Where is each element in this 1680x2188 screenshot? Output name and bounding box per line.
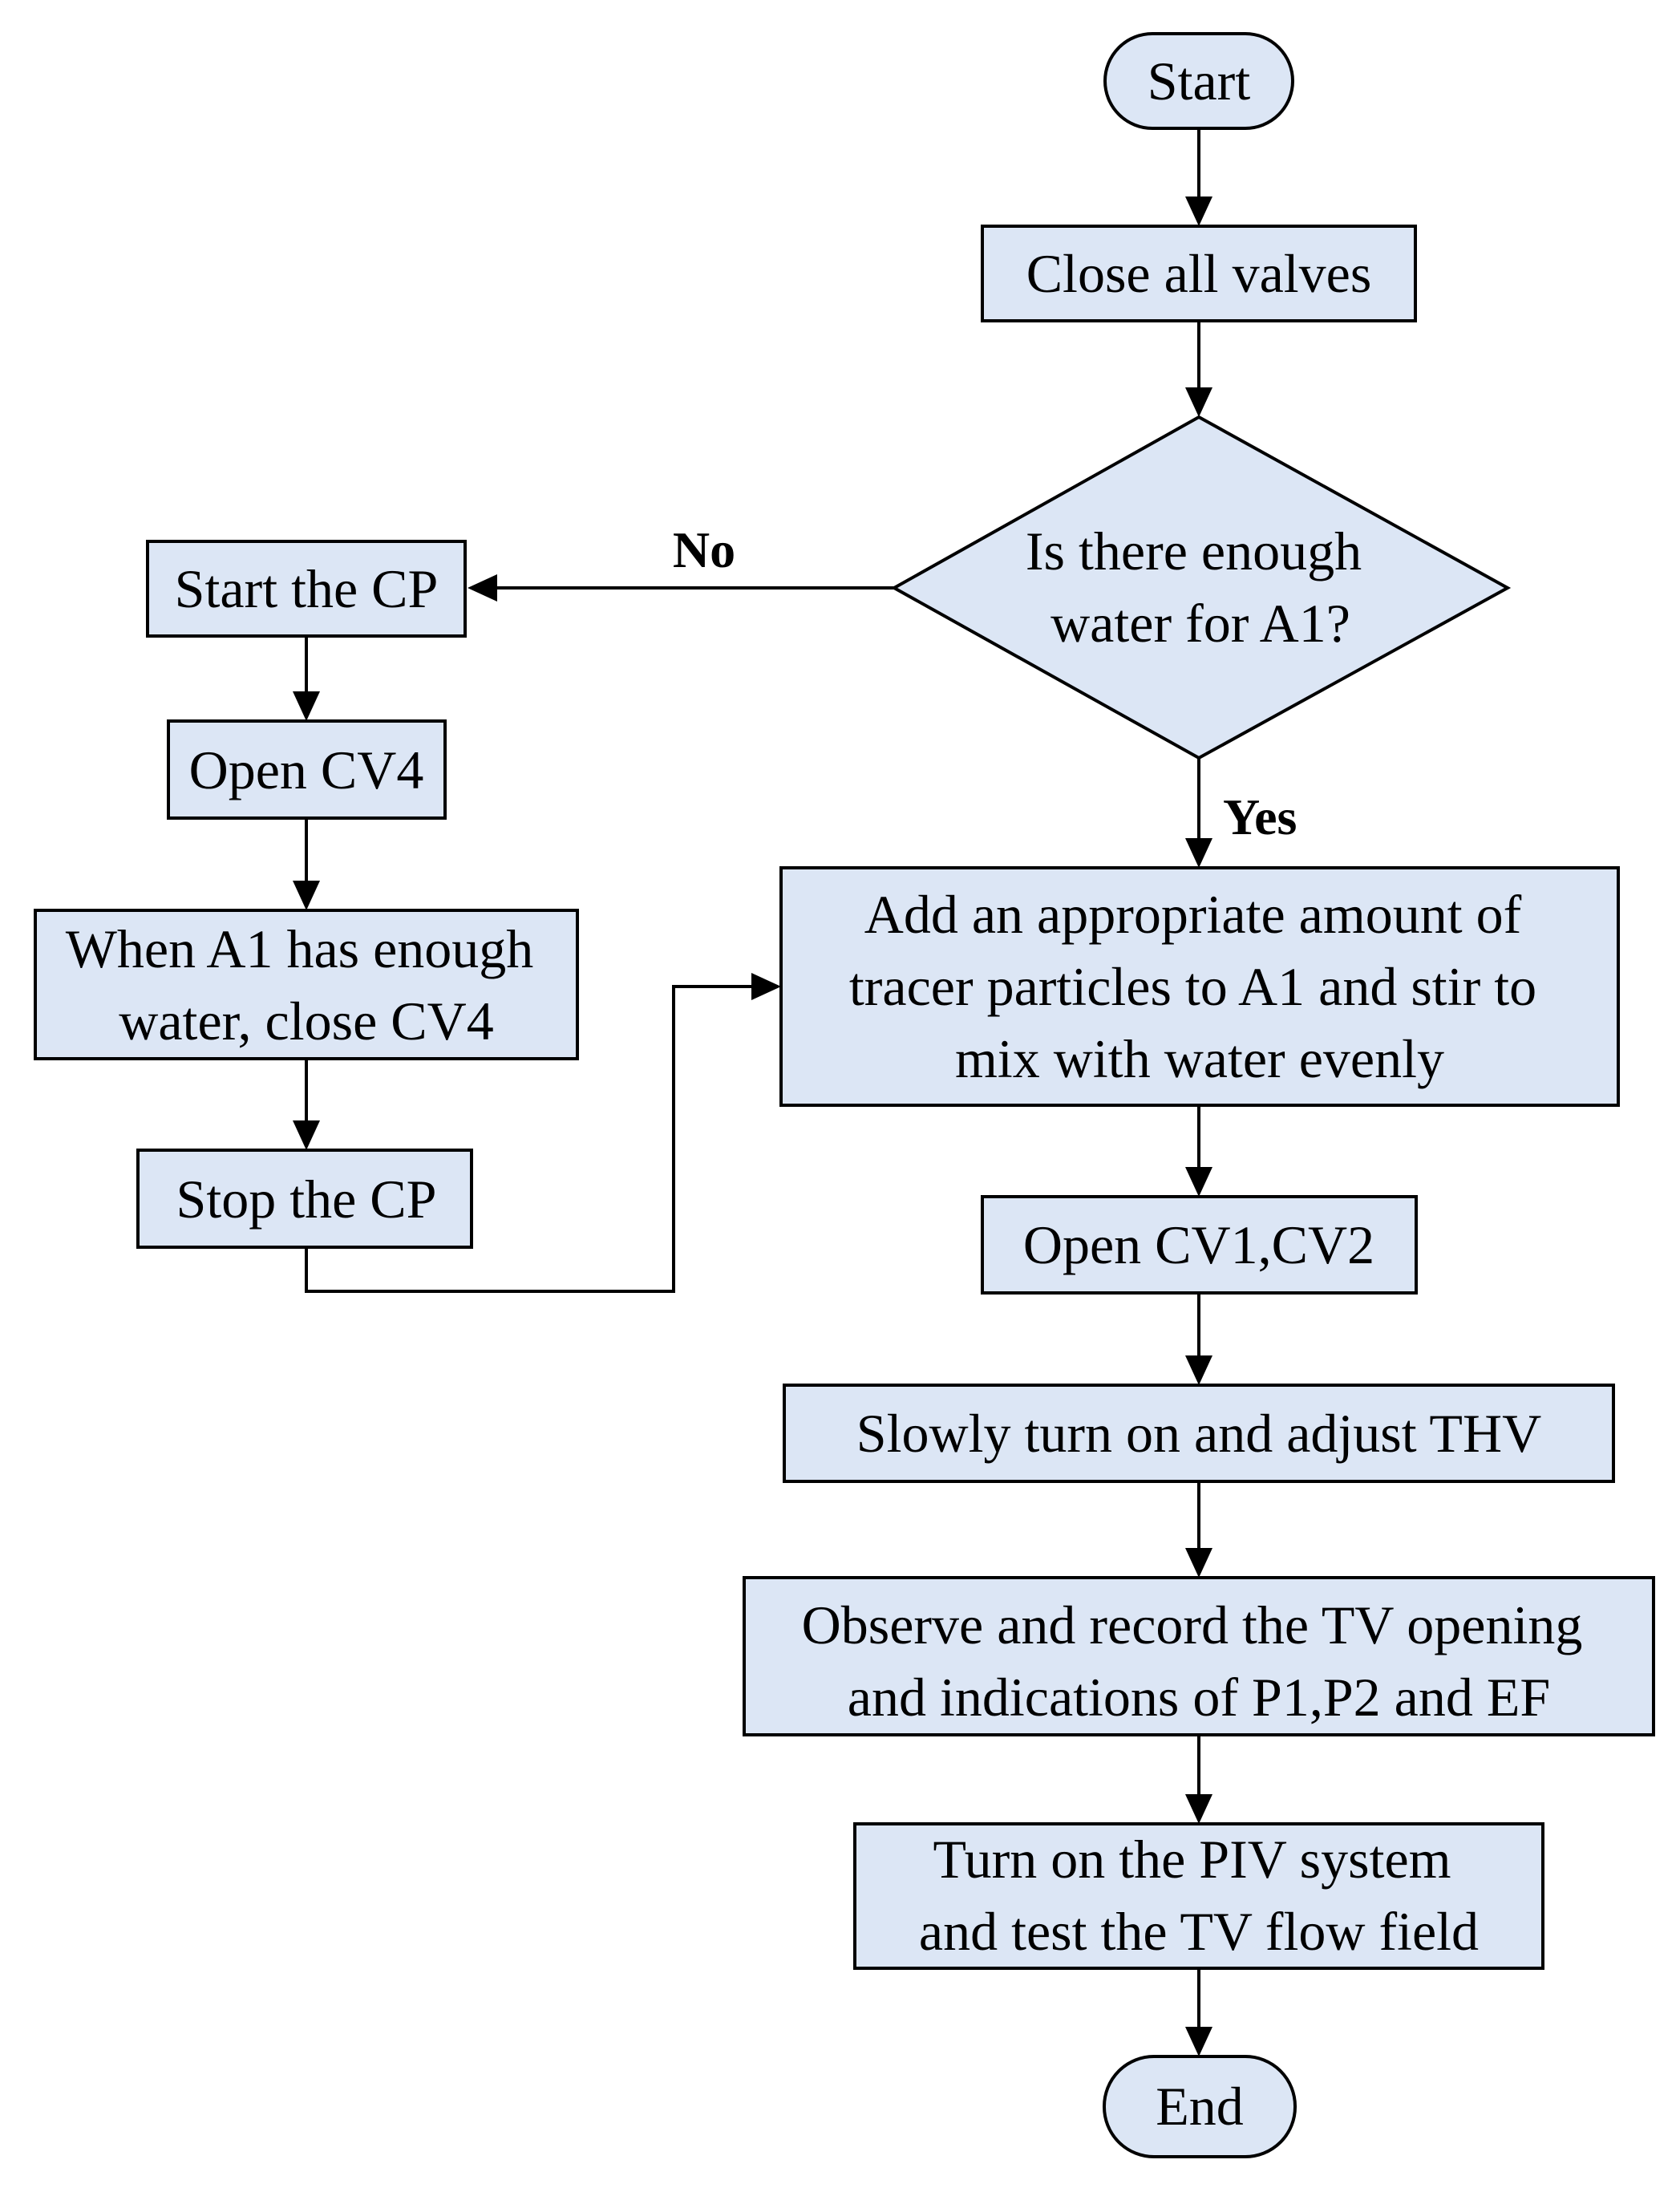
end-line: End (1156, 2076, 1244, 2137)
water-decision: Is there enough water for A1? (890, 415, 1512, 760)
no-label: No (673, 521, 735, 578)
observe-record-step: Observe and record the TV opening and in… (743, 1576, 1655, 1736)
open-cv4-step: Open CV4 (167, 719, 447, 820)
start-line: Start (1148, 51, 1251, 111)
observe-record-text: Observe and record the TV opening and in… (802, 1594, 1597, 1728)
stop-cp-step: Stop the CP (136, 1149, 473, 1249)
start-terminal: Start (1103, 32, 1294, 130)
start-cp-line: Start the CP (175, 558, 439, 619)
arrowhead (751, 973, 781, 1000)
add-tracer-text: Add an appropriate amount of tracer part… (849, 884, 1550, 1089)
arrowhead (1185, 387, 1212, 417)
start-cp-text: Start the CP (175, 558, 439, 619)
open-cv1-cv2-step: Open CV1,CV2 (981, 1195, 1418, 1295)
arrowhead (1185, 1355, 1212, 1385)
arrowhead (1185, 197, 1212, 226)
arrowhead (293, 1120, 320, 1150)
piv-test-line-2: and test the TV flow field (919, 1901, 1479, 1962)
start-text: Start (1148, 51, 1251, 111)
add-tracer-line-1: Add an appropriate amount of (864, 884, 1522, 945)
arrowhead (1185, 838, 1212, 868)
adjust-thv-text: Slowly turn on and adjust THV (856, 1403, 1541, 1464)
close-cv4-line-2: water, close CV4 (119, 991, 493, 1051)
add-tracer-line-2: tracer particles to A1 and stir to (849, 956, 1536, 1017)
arrowhead (1185, 1167, 1212, 1197)
piv-test-line-1: Turn on the PIV system (933, 1829, 1451, 1890)
arrowhead (1185, 2027, 1212, 2056)
connectors (293, 128, 1212, 2056)
arrowhead (468, 574, 497, 602)
close-cv4-line-1: When A1 has enough (66, 918, 534, 979)
piv-test-text: Turn on the PIV system and test the TV f… (919, 1829, 1479, 1962)
end-terminal: End (1103, 2055, 1297, 2158)
decision-text: Is there enough water for A1? (1026, 521, 1375, 654)
open-cv1-cv2-line: Open CV1,CV2 (1023, 1214, 1374, 1275)
observe-record-line-2: and indications of P1,P2 and EF (848, 1667, 1550, 1728)
piv-test-step: Turn on the PIV system and test the TV f… (853, 1822, 1544, 1970)
decision-line-1: Is there enough (1026, 521, 1362, 581)
open-cv4-text: Open CV4 (189, 739, 424, 800)
add-tracer-step: Add an appropriate amount of tracer part… (779, 866, 1620, 1107)
open-cv1-cv2-text: Open CV1,CV2 (1023, 1214, 1374, 1275)
end-text: End (1156, 2076, 1244, 2137)
arrowhead (1185, 1548, 1212, 1578)
observe-record-line-1: Observe and record the TV opening (802, 1594, 1583, 1655)
open-cv4-line: Open CV4 (189, 739, 424, 800)
close-cv4-text: When A1 has enough water, close CV4 (66, 918, 548, 1051)
close-valves-step: Close all valves (981, 225, 1417, 322)
add-tracer-line-3: mix with water evenly (955, 1028, 1444, 1089)
decision-line-2: water for A1? (1051, 593, 1350, 654)
edge-stopcp-to-addtracer (305, 985, 751, 1293)
adjust-thv-step: Slowly turn on and adjust THV (783, 1384, 1615, 1483)
yes-label: Yes (1223, 788, 1297, 845)
start-cp-step: Start the CP (146, 540, 467, 638)
arrowhead (1185, 1794, 1212, 1824)
close-cv4-step: When A1 has enough water, close CV4 (34, 909, 579, 1060)
close-valves-text: Close all valves (1026, 243, 1372, 304)
arrowhead (293, 691, 320, 721)
stop-cp-line: Stop the CP (176, 1169, 437, 1230)
close-valves-line: Close all valves (1026, 243, 1372, 304)
adjust-thv-line: Slowly turn on and adjust THV (856, 1403, 1541, 1464)
arrowhead (293, 881, 320, 910)
stop-cp-text: Stop the CP (176, 1169, 437, 1230)
